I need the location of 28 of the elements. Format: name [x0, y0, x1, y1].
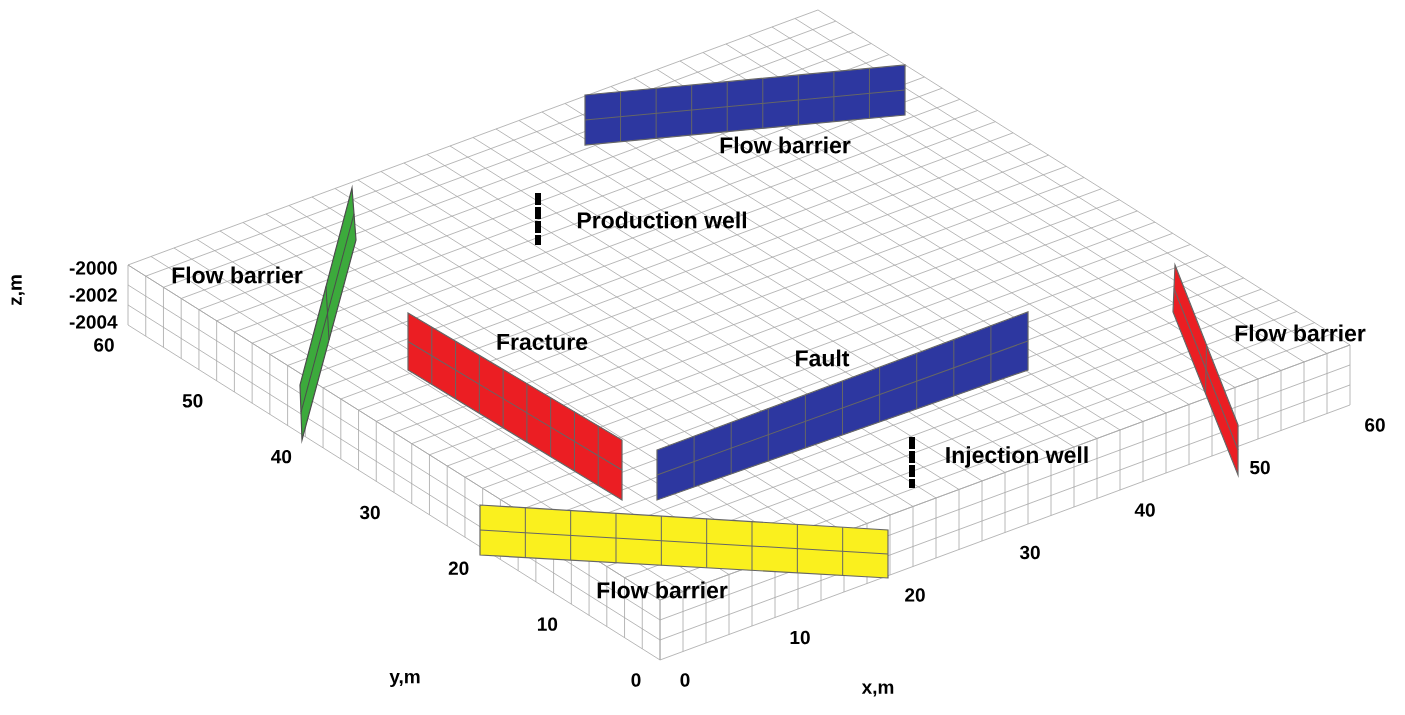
tick-label: 0: [680, 673, 690, 687]
feature-label: Fault: [796, 349, 850, 367]
feature-label: Flow barrier: [1235, 324, 1366, 342]
axis-label: y,m: [389, 672, 420, 688]
tick-label: 50: [182, 394, 203, 408]
tick-label: 20: [905, 588, 925, 602]
tick-label: 60: [1365, 418, 1385, 432]
tick-label: 30: [359, 505, 380, 520]
tick-label: 20: [448, 561, 469, 576]
feature-label: Production well: [577, 211, 746, 229]
tick-label: -2004: [69, 315, 118, 329]
axis-label: x,m: [861, 683, 894, 697]
tick-label: -2002: [69, 288, 117, 302]
feature-label: Flow barrier: [597, 581, 728, 599]
tick-label: 10: [790, 630, 810, 645]
feature-label: Flow barrier: [172, 266, 303, 284]
tick-label: 0: [631, 673, 641, 687]
axis-label: z,m: [11, 275, 25, 306]
tick-label: 60: [94, 338, 114, 352]
feature-label: Injection well: [946, 446, 1088, 468]
tick-label: -2000: [69, 261, 117, 275]
tick-label: 10: [537, 617, 558, 631]
feature-label: Fracture: [497, 333, 588, 350]
tick-label: 30: [1019, 545, 1040, 560]
tick-label: 50: [1250, 460, 1270, 475]
feature-label: Flow barrier: [720, 136, 851, 154]
tick-label: 40: [271, 449, 292, 464]
tick-label: 40: [1134, 503, 1155, 517]
